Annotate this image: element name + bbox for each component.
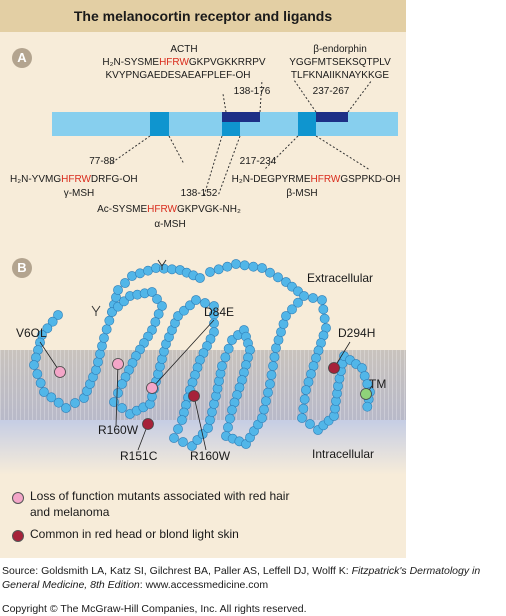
legend-pink-dot: [12, 492, 24, 504]
gamma-msh-right-connector: [168, 135, 185, 165]
beta-endorphin-left-connector: [293, 79, 317, 113]
mutation-label-d294h: D294H: [338, 326, 376, 340]
beta-endorphin-name: β-endorphin: [313, 44, 367, 55]
intracellular-label: Intracellular: [312, 447, 375, 461]
panel-a-label: A: [12, 48, 32, 68]
mutation-label-r160w-left: R160W: [98, 423, 139, 437]
source-citation: Source: Goldsmith LA, Katz SI, Gilchrest…: [2, 565, 481, 591]
beta-msh-sequence: H₂N-DEGPYRMEHFRWGSPPKD-OH: [231, 174, 401, 185]
beta-endorphin-right-connector: [347, 79, 373, 113]
alpha-msh-range: 138-152: [180, 188, 218, 199]
beta-msh-segment: [298, 112, 316, 136]
beta-endorphin-range: 237-267: [312, 86, 350, 97]
beta-endorphin-sequence-line2: TLFKNAIIKNAYKKGE: [290, 70, 390, 81]
beta-msh-left-connector: [263, 135, 299, 171]
mutation-dot-v60l-leader: [39, 341, 61, 373]
beta-msh-right-connector: [315, 135, 371, 171]
mutation-dot-r160w-left: [112, 358, 124, 370]
gamma-msh-sequence: H₂N-YVMGHFRWDRFG-OH: [10, 174, 138, 185]
mutation-label-r151c: R151C: [120, 449, 158, 463]
mutation-dot-r160w-right: [188, 390, 200, 402]
panel-b-label: B: [12, 258, 32, 278]
mutation-dot-d84e: [146, 382, 158, 394]
title-bar: [0, 0, 406, 32]
figure-title: The melanocortin receptor and ligands: [73, 8, 333, 24]
acth-left-connector: [222, 93, 227, 113]
alpha-msh-sequence: Ac-SYSMEHFRWGKPVGK-NH₂: [97, 204, 241, 215]
beta-endorphin-sequence-line1: YGGFMTSEKSQTPLV: [289, 57, 391, 68]
beta-msh-name: β-MSH: [286, 188, 318, 199]
mutation-label-r160w-right: R160W: [190, 449, 231, 463]
acth-segment: [222, 112, 260, 122]
glycosylation-mark-2: [91, 305, 101, 316]
gamma-msh-name: γ-MSH: [63, 188, 95, 199]
mutation-dot-d84e-leader: [151, 319, 215, 389]
gamma-msh-segment: [150, 112, 169, 136]
beta-endorphin-segment: [316, 112, 348, 122]
legend-item2: Common in red head or blond light skin: [30, 527, 239, 541]
beta-msh-range: 217-234: [239, 156, 277, 167]
connector-lines: [109, 79, 373, 197]
alpha-msh-name: α-MSH: [154, 219, 186, 230]
mutation-dot-r160w-left-leader: [115, 363, 119, 427]
mutation-label-v60l: V6OL: [16, 326, 47, 340]
gamma-msh-range: 77-88: [89, 156, 115, 167]
alpha-msh-right-connector: [217, 135, 241, 197]
mutation-dot-r151c: [142, 418, 154, 430]
acth-range: 138-176: [233, 86, 271, 97]
mutation-dot-r160w-right-leader: [193, 395, 207, 451]
extracellular-label: Extracellular: [307, 271, 374, 285]
mutation-dot-v60l: [54, 366, 66, 378]
transmembrane-helix-beads: [29, 287, 375, 451]
mutation-label-d84e: D84E: [204, 305, 235, 319]
glycosylation-mark-1: [157, 259, 167, 270]
alpha-msh-left-connector: [203, 135, 223, 197]
copyright-notice: Copyright © The McGraw-Hill Companies, I…: [2, 603, 307, 615]
acth-right-connector: [259, 79, 263, 113]
mc1r-receptor-chain: [29, 259, 375, 451]
gamma-msh-left-connector: [109, 135, 151, 165]
acth-sequence-line2: KVYPNGAEDESAEAFPLEF-OH: [105, 70, 251, 81]
legend-maroon-dot: [12, 530, 24, 542]
acth-name: ACTH: [170, 44, 198, 55]
legend-item1-line1: Loss of function mutants associated with…: [30, 489, 290, 503]
tm-dot: [360, 388, 372, 400]
tm-label: TM: [369, 377, 387, 391]
acth-sequence-line1: H₂N-SYSMEHFRWGKPVGKKRRPV: [102, 57, 266, 68]
mutation-dot-d294h: [328, 362, 340, 374]
legend-item1-line2: and melanoma: [30, 505, 110, 519]
